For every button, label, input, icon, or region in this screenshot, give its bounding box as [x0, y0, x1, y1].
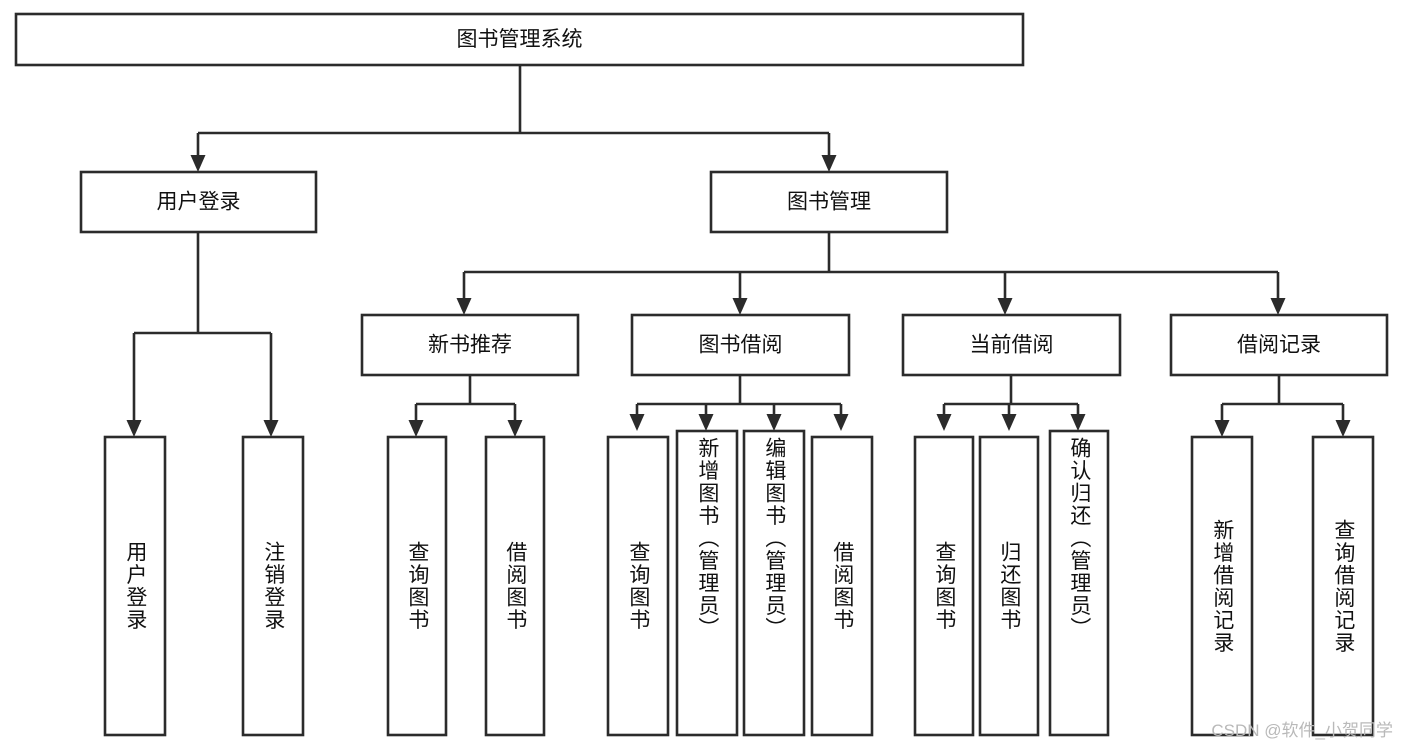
root-branch-0-arrowhead: [190, 155, 206, 172]
当前借阅-leaf-0-arrowhead: [936, 414, 952, 431]
node-leaf-借阅记录-查询借阅记录[interactable]: [1311, 435, 1375, 737]
图书借阅-leaf-2-arrowhead: [766, 414, 782, 431]
node-leaf-用户登录-注销登录[interactable]: [241, 435, 305, 737]
root-branch-1-arrowhead: [821, 155, 837, 172]
node-box-layer: [14, 12, 1389, 737]
login-branch-0-arrowhead: [126, 420, 142, 437]
当前借阅-leaf-1-arrowhead: [1001, 414, 1017, 431]
node-label-root: 图书管理系统: [457, 28, 583, 51]
login-branch-1-arrowhead: [263, 420, 279, 437]
node-leaf-当前借阅-确认归还管理员[interactable]: [1048, 429, 1110, 737]
node-label-level3-图书借阅: 图书借阅: [699, 334, 783, 357]
借阅记录-leaf-1-arrowhead: [1335, 420, 1351, 437]
图书借阅-leaf-0-arrowhead: [629, 414, 645, 431]
node-level3-当前借阅[interactable]: [901, 313, 1122, 377]
node-level3-借阅记录[interactable]: [1169, 313, 1389, 377]
node-level3-图书借阅[interactable]: [630, 313, 851, 377]
node-leaf-借阅记录-新增借阅记录[interactable]: [1190, 435, 1254, 737]
node-leaf-当前借阅-查询图书[interactable]: [913, 435, 975, 737]
node-leaf-用户登录-用户登录[interactable]: [103, 435, 167, 737]
manage-branch-3-arrowhead: [1270, 298, 1286, 315]
manage-branch-0-arrowhead: [456, 298, 472, 315]
图书借阅-leaf-1-arrowhead: [698, 414, 714, 431]
图书借阅-leaf-3-arrowhead: [833, 414, 849, 431]
connector-layer: [126, 65, 1351, 437]
node-level3-新书推荐[interactable]: [360, 313, 580, 377]
node-label-level2-用户登录: 用户登录: [157, 191, 241, 214]
借阅记录-leaf-0-arrowhead: [1214, 420, 1230, 437]
node-root-图书管理系统[interactable]: [14, 12, 1025, 67]
node-leaf-当前借阅-归还图书[interactable]: [978, 435, 1040, 737]
node-leaf-图书借阅-编辑图书管理员[interactable]: [742, 429, 806, 737]
新书推荐-leaf-1-arrowhead: [507, 420, 523, 437]
node-leaf-新书推荐-借阅图书[interactable]: [484, 435, 546, 737]
node-label-level2-图书管理: 图书管理: [787, 191, 871, 214]
node-leaf-新书推荐-查询图书[interactable]: [386, 435, 448, 737]
manage-branch-2-arrowhead: [997, 298, 1013, 315]
node-leaf-图书借阅-借阅图书[interactable]: [810, 435, 874, 737]
node-leaf-图书借阅-新增图书管理员[interactable]: [675, 429, 739, 737]
manage-branch-1-arrowhead: [732, 298, 748, 315]
当前借阅-leaf-2-arrowhead: [1070, 414, 1086, 431]
node-level2-图书管理[interactable]: [709, 170, 949, 234]
node-leaf-图书借阅-查询图书[interactable]: [606, 435, 670, 737]
node-label-level3-新书推荐: 新书推荐: [428, 334, 512, 357]
node-level2-用户登录[interactable]: [79, 170, 318, 234]
node-label-level3-当前借阅: 当前借阅: [970, 334, 1054, 357]
新书推荐-leaf-0-arrowhead: [408, 420, 424, 437]
node-label-level3-借阅记录: 借阅记录: [1237, 334, 1321, 357]
